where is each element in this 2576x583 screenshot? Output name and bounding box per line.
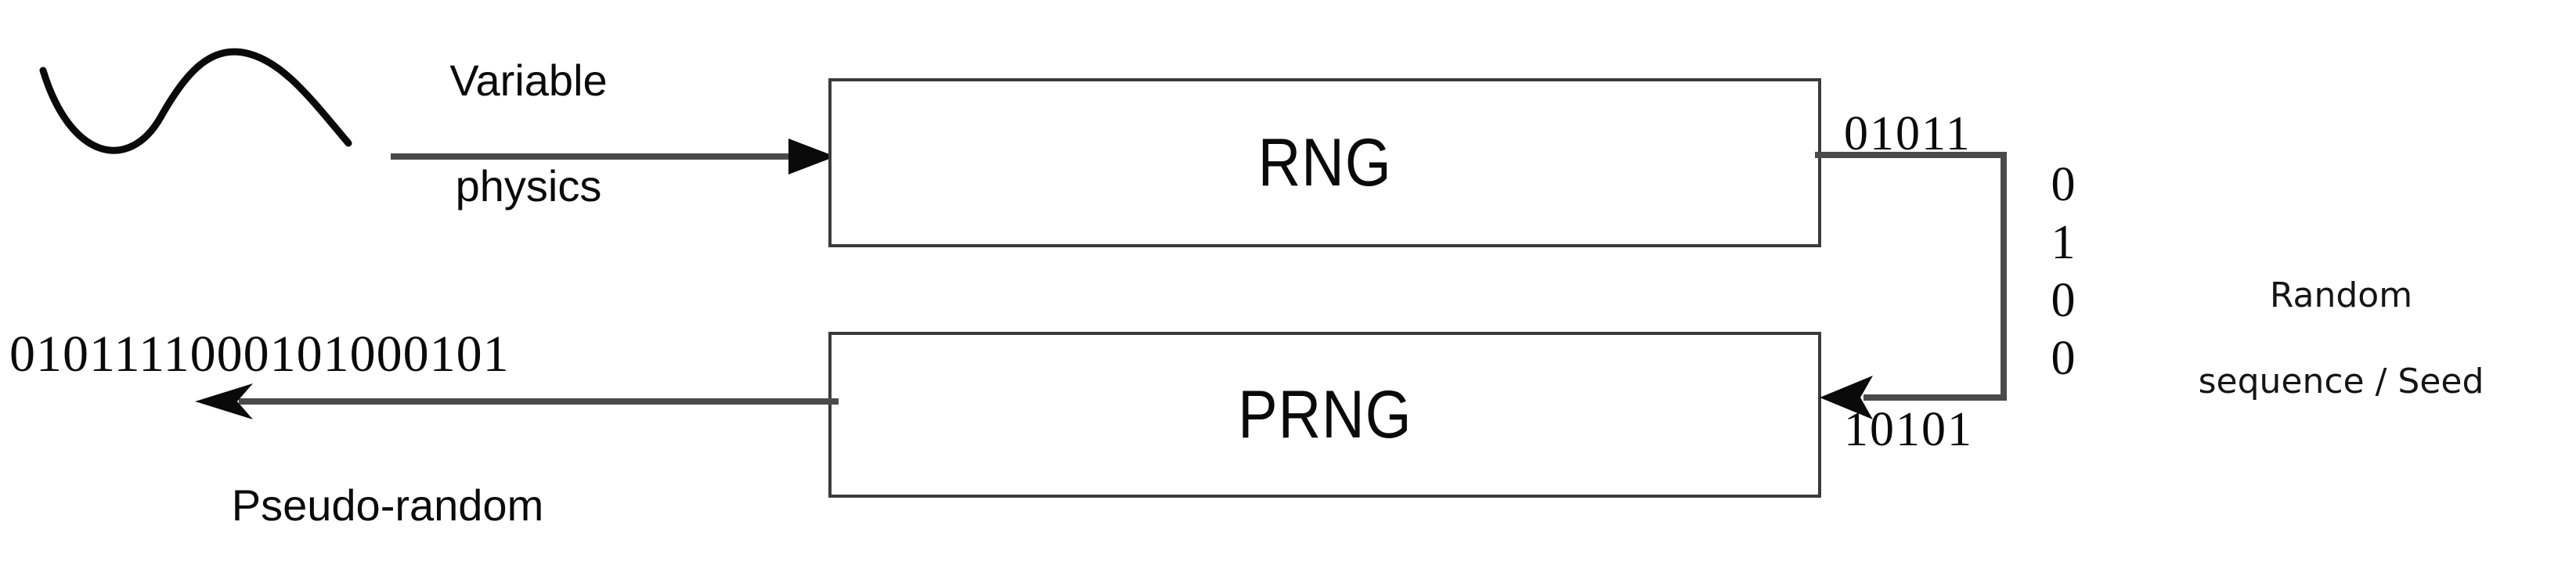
feedback-side-bit-3: 0 <box>2051 332 2076 385</box>
rng-block-label: RNG <box>1257 125 1392 200</box>
feedback-side-bit-2: 0 <box>2051 274 2076 327</box>
prng-block[interactable]: PRNG <box>828 332 1821 498</box>
variable-physics-label: Variable physics <box>360 2 697 265</box>
feedback-top-bits: 01011 <box>1844 107 1972 160</box>
input-arrow <box>388 137 842 176</box>
pseudo-random-sequence-line1: Pseudo-random <box>231 480 544 531</box>
output-arrow <box>192 383 842 419</box>
random-sequence-seed-line2: sequence / Seed <box>2198 362 2484 401</box>
prng-block-label: PRNG <box>1237 377 1412 452</box>
feedback-side-bit-0: 0 <box>2051 158 2076 211</box>
feedback-side-bit-1: 1 <box>2051 216 2076 269</box>
feedback-bottom-bits: 10101 <box>1844 403 1973 456</box>
variable-physics-line2: physics <box>455 160 602 211</box>
pseudo-random-sequence-label: Pseudo-random sequence <box>129 426 646 583</box>
feedback-side-bits: 0 1 0 0 <box>2036 160 2091 383</box>
rng-block[interactable]: RNG <box>828 78 1821 247</box>
random-sequence-seed-line1: Random <box>2269 275 2413 315</box>
pseudo-random-bits: 0101111000101000101 <box>9 326 510 383</box>
sine-wave-icon <box>23 43 391 157</box>
random-sequence-seed-label: Random sequence / Seed <box>2114 231 2568 446</box>
variable-physics-line1: Variable <box>449 56 608 106</box>
feedback-path <box>1809 141 2051 430</box>
